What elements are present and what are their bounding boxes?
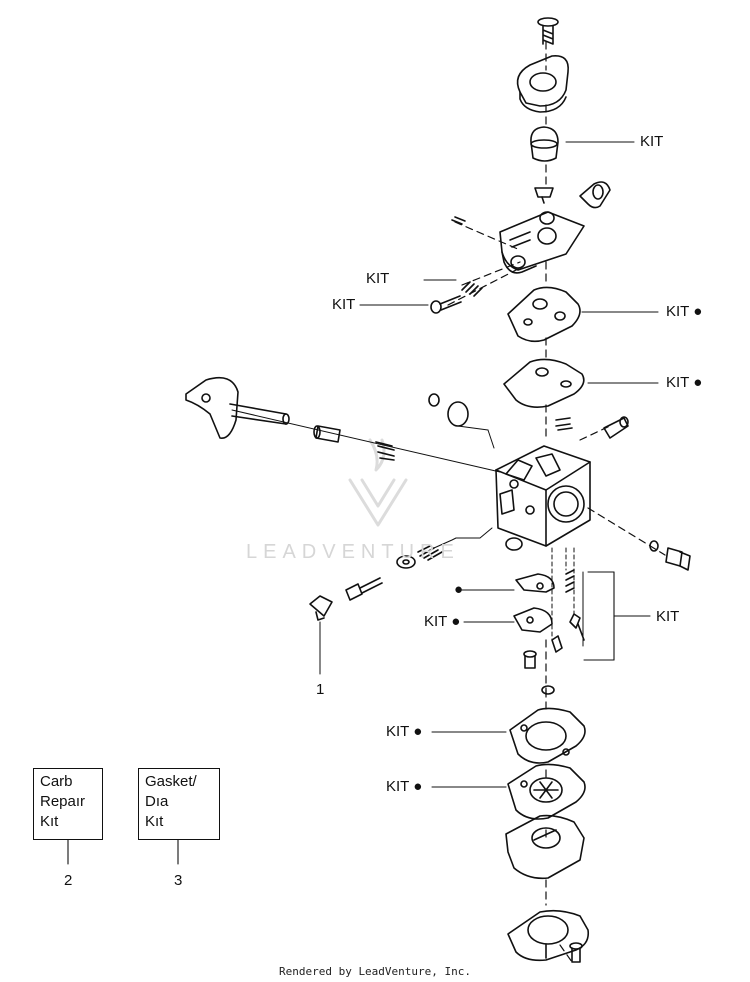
box-line: Dıa (145, 793, 169, 810)
box-line: Kıt (40, 813, 59, 830)
metering-diaphragm (507, 763, 586, 820)
callout-kit-gasket-upper: KIT ● (666, 303, 703, 320)
check-valve (534, 187, 554, 204)
idle-spring (461, 281, 483, 297)
bottom-cover (507, 909, 590, 962)
idle-screw (430, 295, 462, 314)
washer (396, 555, 416, 569)
lever-screw (523, 650, 537, 669)
choke-spring (555, 417, 573, 431)
fuel-pump-cover (499, 211, 585, 274)
box-line: Gasket/ (145, 773, 197, 790)
box-line: Repaır (40, 793, 86, 810)
choke-pin (603, 416, 629, 439)
assembly-axis-lines (447, 41, 666, 963)
throttle-lever (185, 376, 290, 439)
callout-kit-spring-group: KIT (656, 608, 680, 625)
footer-credit: Rendered by LeadVenture, Inc. (278, 965, 472, 978)
carb-repair-kit-box: Carb Repaır Kıt (33, 768, 103, 840)
ref-number-1: 1 (316, 681, 325, 698)
box-line: Carb (40, 773, 73, 790)
mixture-spring (417, 527, 493, 561)
idle-needle (451, 216, 466, 225)
pump-gasket (507, 286, 581, 343)
callout-kit-diaphragm-lower: KIT ● (386, 778, 423, 795)
box-line: Kıt (145, 813, 164, 830)
callout-kit-gasket-lower: KIT ● (386, 723, 423, 740)
metering-lever-upper (515, 573, 555, 593)
fuel-elbow-fitting (579, 181, 611, 209)
callout-leaders (67, 141, 659, 865)
ref-number-2: 2 (64, 872, 73, 889)
top-screw (537, 17, 559, 45)
welch-plug (505, 537, 523, 551)
inlet-screen (428, 393, 495, 449)
callout-kit-lever: KIT ● (424, 613, 461, 630)
inlet-needle-spring (551, 569, 585, 653)
shaft-spring (375, 441, 395, 461)
shaft-bushing (313, 425, 341, 443)
primer-cover-plate (516, 55, 569, 113)
ref-number-3: 3 (174, 872, 183, 889)
metering-lever-lower (513, 607, 553, 633)
bottom-screw (569, 942, 583, 963)
callout-kit-needle: KIT (366, 270, 390, 287)
metering-gasket (509, 707, 586, 764)
callout-kit-screw: KIT (332, 296, 356, 313)
o-ring (541, 685, 555, 695)
callout-kit-diaphragm-upper: KIT ● (666, 374, 703, 391)
carburetor-body (495, 445, 591, 547)
adjusting-screw-lower (309, 577, 383, 621)
callout-kit-primer: KIT (640, 133, 664, 150)
watermark-logo (348, 438, 408, 527)
gasket-dia-kit-box: Gasket/ Dıa Kıt (138, 768, 220, 840)
fuel-inlet-fitting (649, 540, 691, 571)
primer-bulb (530, 126, 559, 162)
metering-cover (505, 814, 585, 880)
pump-diaphragm (503, 358, 585, 408)
watermark-text: LEADVENTURE (246, 541, 460, 563)
callout-dot-lever: ● (454, 581, 464, 598)
